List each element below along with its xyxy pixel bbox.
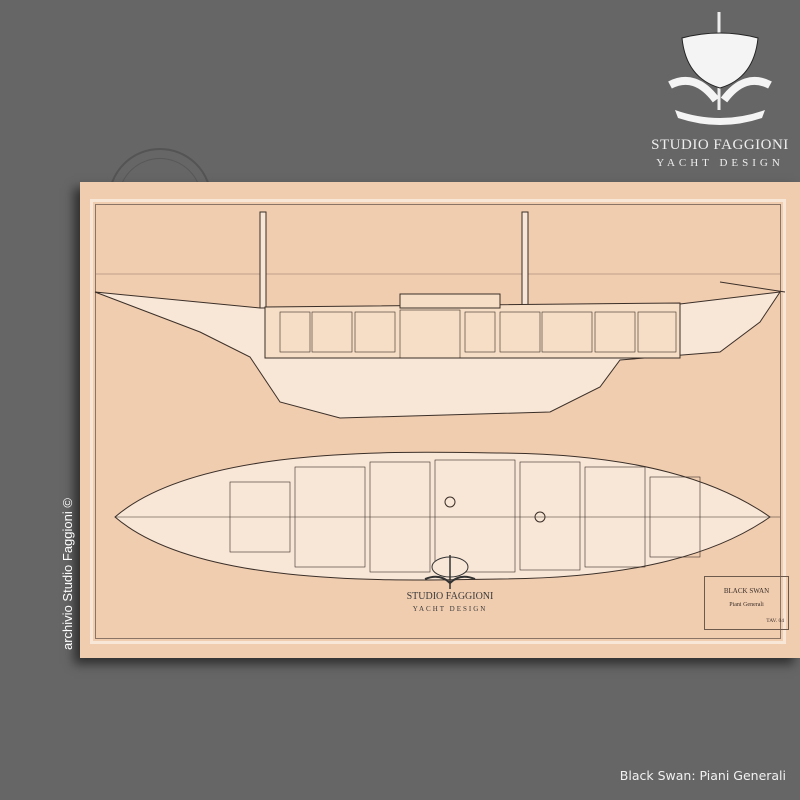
drawing-sheet: BLACK SWAN Piani Generali TAV. 04	[80, 182, 800, 658]
deck-plan-view	[114, 451, 780, 581]
brand-name: STUDIO FAGGIONI	[651, 137, 789, 153]
image-caption: Black Swan: Piani Generali	[619, 768, 786, 783]
sheet-border-outer	[90, 199, 786, 644]
faggioni-crest-icon	[668, 12, 772, 125]
sheet-border-inner	[95, 204, 781, 639]
sheet-title: Piani Generali	[729, 602, 764, 608]
brand-subtitle: YACHT DESIGN	[656, 157, 784, 169]
center-logo-name: STUDIO FAGGIONI	[406, 591, 494, 602]
sheet-number: TAV. 04	[766, 618, 784, 624]
center-logo: STUDIO FAGGIONI YACHT DESIGN	[395, 553, 505, 613]
center-logo-subtitle: YACHT DESIGN	[412, 605, 488, 613]
vessel-name: BLACK SWAN	[723, 587, 770, 595]
yacht-plans	[94, 211, 786, 581]
faggioni-crest-icon	[424, 555, 476, 589]
brand-logo: STUDIO FAGGIONI YACHT DESIGN	[640, 0, 800, 180]
archive-credit: archivio Studio Faggioni ©	[60, 498, 75, 650]
profile-view	[94, 211, 786, 419]
title-block: BLACK SWAN Piani Generali TAV. 04	[704, 576, 789, 630]
